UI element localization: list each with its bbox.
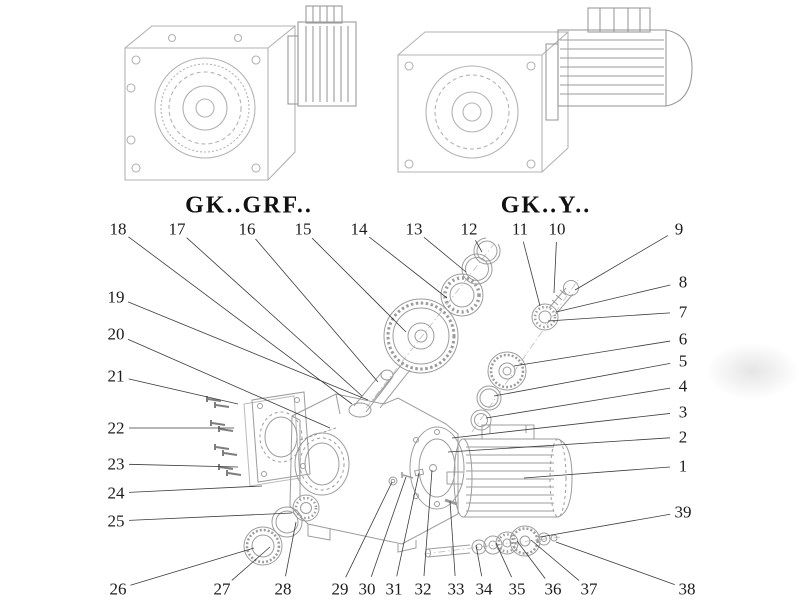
part-number-3: 3 bbox=[678, 402, 688, 422]
small-fittings bbox=[388, 464, 458, 506]
part-number-25: 25 bbox=[107, 511, 125, 531]
assembled-gearbox-y-illustration bbox=[397, 7, 693, 173]
exploded-view bbox=[206, 237, 579, 566]
leader-lines bbox=[127, 235, 675, 586]
leader-line-27 bbox=[231, 546, 271, 581]
leader-line-20 bbox=[127, 338, 331, 429]
leader-line-13 bbox=[423, 236, 467, 273]
leader-line-16 bbox=[255, 238, 379, 383]
part-number-12: 12 bbox=[460, 219, 478, 239]
leader-line-18 bbox=[128, 236, 353, 405]
part-number-39: 39 bbox=[674, 502, 692, 522]
part-number-13: 13 bbox=[405, 219, 423, 239]
leader-line-33 bbox=[449, 500, 456, 577]
leader-line-32 bbox=[423, 469, 433, 577]
leader-line-34 bbox=[475, 544, 483, 577]
part-number-1: 1 bbox=[678, 456, 688, 476]
part-number-5: 5 bbox=[678, 351, 688, 371]
leader-line-1 bbox=[523, 466, 671, 479]
main-shaft-gear-train bbox=[371, 237, 501, 409]
leader-line-28 bbox=[285, 521, 297, 577]
leader-line-21 bbox=[128, 378, 239, 405]
model-label-gk-y: GK..Y.. bbox=[500, 192, 592, 219]
part-number-34: 34 bbox=[475, 579, 493, 599]
leader-line-17 bbox=[186, 237, 363, 397]
part-number-32: 32 bbox=[414, 579, 432, 599]
part-number-6: 6 bbox=[678, 329, 688, 349]
leader-line-30 bbox=[370, 476, 407, 577]
exploded-motor bbox=[446, 424, 573, 518]
leader-line-15 bbox=[311, 237, 407, 333]
part-number-14: 14 bbox=[350, 219, 368, 239]
leader-line-4 bbox=[485, 387, 671, 419]
part-number-4: 4 bbox=[678, 376, 688, 396]
leader-line-38 bbox=[555, 541, 675, 585]
part-number-8: 8 bbox=[678, 272, 688, 292]
part-number-19: 19 bbox=[107, 287, 125, 307]
part-number-35: 35 bbox=[508, 579, 526, 599]
leader-line-19 bbox=[127, 301, 369, 401]
part-number-16: 16 bbox=[238, 219, 256, 239]
leader-line-25 bbox=[128, 512, 293, 521]
part-number-36: 36 bbox=[544, 579, 562, 599]
part-number-30: 30 bbox=[358, 579, 376, 599]
input-pinion-train bbox=[470, 280, 579, 431]
part-number-17: 17 bbox=[168, 219, 186, 239]
assembled-gearbox-grf-illustration bbox=[124, 5, 357, 181]
leader-line-9 bbox=[574, 235, 668, 291]
part-number-9: 9 bbox=[674, 219, 684, 239]
leader-line-5 bbox=[493, 362, 671, 397]
gear-housing bbox=[289, 369, 465, 553]
leader-line-39 bbox=[539, 513, 671, 538]
leader-line-8 bbox=[555, 284, 671, 313]
part-number-29: 29 bbox=[331, 579, 349, 599]
leader-line-31 bbox=[396, 472, 420, 577]
part-number-38: 38 bbox=[678, 579, 696, 599]
leader-line-37 bbox=[530, 539, 580, 581]
electric-motor bbox=[545, 7, 693, 121]
leader-line-2 bbox=[447, 437, 671, 453]
part-number-10: 10 bbox=[548, 219, 566, 239]
part-number-37: 37 bbox=[580, 579, 598, 599]
leader-line-12 bbox=[475, 240, 483, 253]
part-number-24: 24 bbox=[107, 483, 125, 503]
leader-line-11 bbox=[522, 241, 541, 307]
part-number-31: 31 bbox=[385, 579, 403, 599]
leader-line-24 bbox=[128, 485, 263, 493]
part-number-15: 15 bbox=[294, 219, 312, 239]
part-number-23: 23 bbox=[107, 454, 125, 474]
input-fin-cover bbox=[287, 5, 357, 107]
leader-line-23 bbox=[128, 463, 239, 468]
part-number-2: 2 bbox=[678, 427, 688, 447]
assembly-axes bbox=[365, 243, 579, 555]
model-label-gk-grf: GK..GRF.. bbox=[185, 192, 313, 219]
part-number-7: 7 bbox=[678, 302, 688, 322]
flange-plate-and-gasket bbox=[243, 391, 311, 487]
part-number-22: 22 bbox=[107, 418, 125, 438]
leader-line-10 bbox=[553, 241, 557, 294]
part-number-33: 33 bbox=[447, 579, 465, 599]
scan-artifact bbox=[705, 342, 800, 400]
leader-line-26 bbox=[130, 547, 255, 586]
part-number-11: 11 bbox=[511, 219, 529, 239]
output-shaft-assembly bbox=[425, 525, 558, 558]
leader-line-14 bbox=[368, 236, 448, 299]
leader-line-35 bbox=[495, 542, 512, 578]
leader-line-6 bbox=[513, 340, 671, 367]
flange-bolts bbox=[206, 396, 242, 476]
part-number-20: 20 bbox=[107, 324, 125, 344]
retaining-rings-and-bearing bbox=[243, 494, 320, 566]
part-number-21: 21 bbox=[107, 366, 125, 386]
leader-line-36 bbox=[516, 540, 546, 579]
part-number-26: 26 bbox=[109, 579, 127, 599]
part-number-27: 27 bbox=[213, 579, 231, 599]
leader-line-3 bbox=[451, 413, 671, 439]
part-number-18: 18 bbox=[109, 219, 127, 239]
part-number-28: 28 bbox=[274, 579, 292, 599]
leader-line-7 bbox=[547, 312, 671, 322]
leader-line-29 bbox=[345, 481, 393, 578]
